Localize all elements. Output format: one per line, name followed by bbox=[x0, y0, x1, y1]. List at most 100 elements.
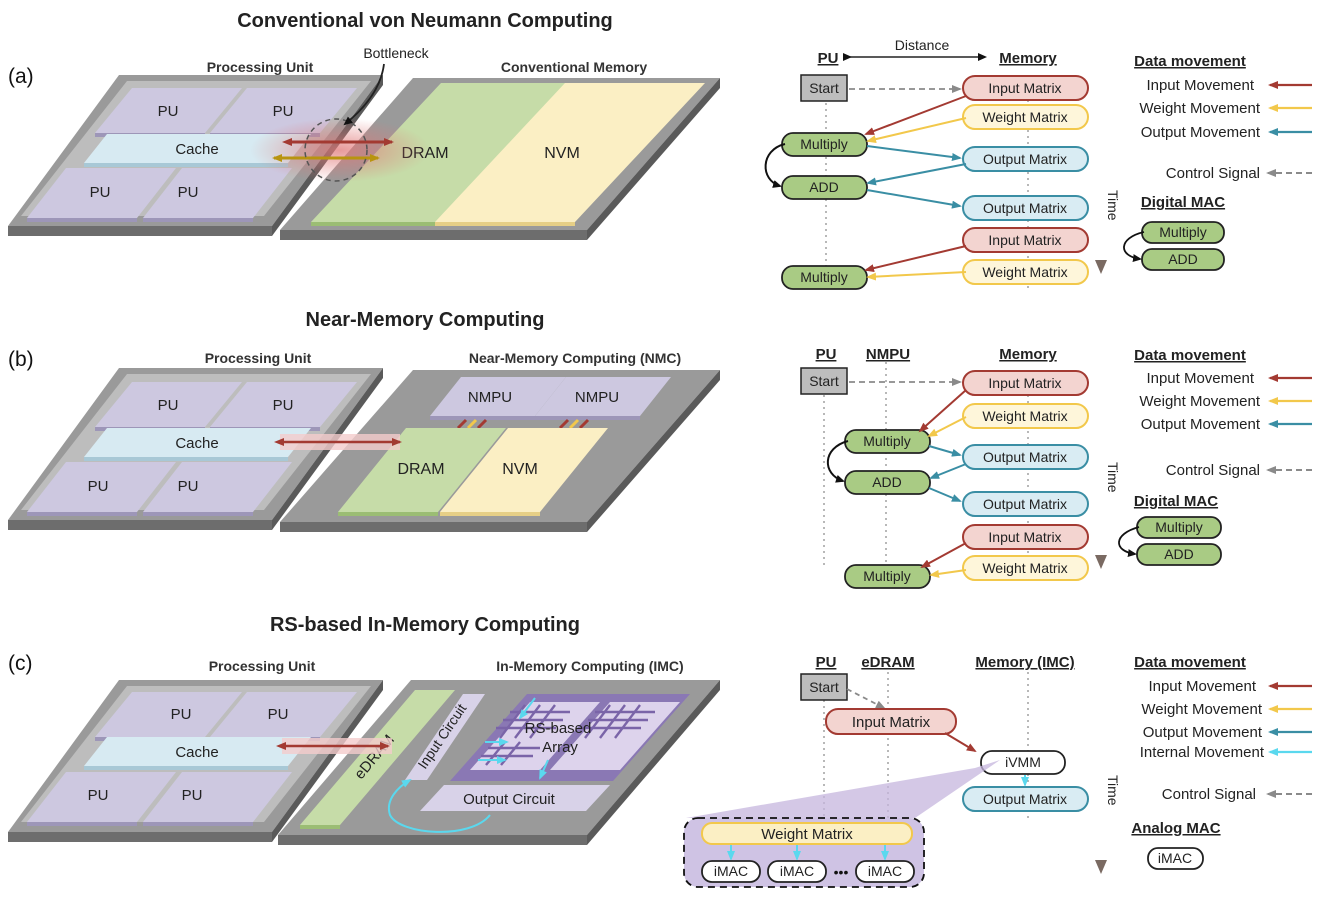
legend-b: Data movement Input Movement Weight Move… bbox=[1118, 347, 1312, 566]
cache-block: Cache bbox=[84, 737, 311, 770]
svg-text:DRAM: DRAM bbox=[397, 461, 444, 478]
cache-memory-link bbox=[274, 434, 402, 450]
section-c-title: RS-based In-Memory Computing bbox=[270, 614, 580, 636]
svg-text:iMAC: iMAC bbox=[868, 863, 902, 879]
section-a: Conventional von Neumann Computing (a) P… bbox=[8, 10, 1312, 290]
svg-text:NMPU: NMPU bbox=[866, 346, 910, 363]
svg-text:Input Matrix: Input Matrix bbox=[988, 232, 1061, 248]
svg-text:Cache: Cache bbox=[175, 435, 218, 452]
zoom-beam bbox=[686, 760, 1000, 818]
svg-text:Output Movement: Output Movement bbox=[1141, 416, 1261, 433]
svg-text:PU: PU bbox=[268, 706, 289, 723]
multiply-op: Multiply bbox=[781, 132, 868, 157]
output-circuit-block: Output Circuit bbox=[420, 785, 610, 811]
svg-text:Control Signal: Control Signal bbox=[1166, 462, 1260, 479]
svg-text:Output Matrix: Output Matrix bbox=[983, 151, 1067, 167]
svg-text:Memory (IMC): Memory (IMC) bbox=[975, 654, 1074, 671]
svg-text:Output Movement: Output Movement bbox=[1143, 724, 1263, 741]
svg-text:Output Matrix: Output Matrix bbox=[983, 496, 1067, 512]
dram-block: DRAM bbox=[338, 428, 506, 516]
svg-text:Output Circuit: Output Circuit bbox=[463, 791, 556, 808]
svg-text:NVM: NVM bbox=[502, 461, 538, 478]
section-b-label: (b) bbox=[8, 348, 34, 371]
input-matrix-box: Input Matrix bbox=[962, 227, 1089, 253]
svg-text:eDRAM: eDRAM bbox=[861, 654, 914, 671]
svg-text:Data movement: Data movement bbox=[1134, 654, 1246, 671]
svg-text:Processing Unit: Processing Unit bbox=[209, 658, 316, 674]
svg-text:iVMM: iVMM bbox=[1005, 754, 1041, 770]
processing-unit-header: Processing Unit bbox=[207, 59, 314, 75]
svg-text:Input Movement: Input Movement bbox=[1148, 678, 1256, 695]
svg-text:Control Signal: Control Signal bbox=[1162, 786, 1256, 803]
svg-text:PU: PU bbox=[816, 654, 837, 671]
svg-text:Multiply: Multiply bbox=[863, 568, 910, 584]
svg-text:NVM: NVM bbox=[544, 145, 580, 162]
svg-text:PU: PU bbox=[158, 397, 179, 414]
svg-text:NMPU: NMPU bbox=[468, 389, 512, 406]
svg-text:Input Movement: Input Movement bbox=[1146, 370, 1254, 387]
svg-text:Data movement: Data movement bbox=[1134, 53, 1246, 70]
svg-text:iMAC: iMAC bbox=[1158, 850, 1192, 866]
weight-matrix-box: Weight Matrix bbox=[962, 403, 1089, 429]
svg-text:Cache: Cache bbox=[175, 744, 218, 761]
col-pu-header: PU bbox=[818, 50, 839, 67]
multiply-op: Multiply bbox=[844, 564, 931, 589]
add-op: ADD bbox=[781, 175, 868, 200]
svg-text:Output Matrix: Output Matrix bbox=[983, 791, 1067, 807]
section-c: RS-based In-Memory Computing (c) Process… bbox=[8, 614, 1312, 888]
output-matrix-box: Output Matrix bbox=[962, 786, 1089, 812]
svg-text:PU: PU bbox=[88, 787, 109, 804]
svg-text:Weight Movement: Weight Movement bbox=[1139, 393, 1260, 410]
svg-text:PU: PU bbox=[171, 706, 192, 723]
nmpu-block: NMPU bbox=[430, 377, 566, 420]
start-box: Start bbox=[800, 74, 848, 102]
time-label: Time bbox=[1105, 190, 1121, 221]
pu-block: PU bbox=[143, 168, 292, 222]
svg-text:PU: PU bbox=[273, 103, 294, 120]
svg-text:Output Matrix: Output Matrix bbox=[983, 449, 1067, 465]
svg-text:Start: Start bbox=[809, 679, 839, 695]
svg-text:Start: Start bbox=[809, 373, 839, 389]
pu-block: PU bbox=[27, 168, 176, 222]
legend-a: Data movement Input Movement Weight Move… bbox=[1123, 53, 1312, 271]
imac-box: iMAC bbox=[855, 860, 915, 883]
dataflow-c: PU eDRAM Memory (IMC) Start Input Matrix… bbox=[683, 654, 1121, 888]
svg-text:Input Matrix: Input Matrix bbox=[852, 714, 931, 731]
svg-text:Processing Unit: Processing Unit bbox=[205, 350, 312, 366]
section-c-label: (c) bbox=[8, 652, 33, 675]
dataflow-b: PU NMPU Memory Start Input Matrix Weight… bbox=[800, 346, 1121, 589]
svg-text:Output Movement: Output Movement bbox=[1141, 124, 1261, 141]
svg-text:ADD: ADD bbox=[809, 179, 839, 195]
svg-text:ADD: ADD bbox=[1164, 546, 1194, 562]
section-b: Near-Memory Computing (b) Processing Uni… bbox=[8, 309, 1312, 589]
svg-text:Output Matrix: Output Matrix bbox=[983, 200, 1067, 216]
svg-text:In-Memory Computing (IMC): In-Memory Computing (IMC) bbox=[496, 658, 683, 674]
dataflow-a: PU Memory Distance Start Input Matrix We… bbox=[764, 37, 1121, 290]
svg-text:PU: PU bbox=[90, 184, 111, 201]
svg-text:PU: PU bbox=[158, 103, 179, 120]
svg-text:PU: PU bbox=[178, 184, 199, 201]
internal-flows bbox=[387, 697, 549, 833]
svg-text:NMPU: NMPU bbox=[575, 389, 619, 406]
svg-text:Near-Memory Computing (NMC): Near-Memory Computing (NMC) bbox=[469, 350, 681, 366]
svg-text:Control Signal: Control Signal bbox=[1166, 165, 1260, 182]
distance-label: Distance bbox=[895, 37, 950, 53]
svg-text:Multiply: Multiply bbox=[1155, 519, 1202, 535]
svg-text:Cache: Cache bbox=[175, 141, 218, 158]
weight-matrix-box: Weight Matrix bbox=[962, 259, 1089, 285]
output-matrix-box: Output Matrix bbox=[962, 491, 1089, 517]
svg-text:PU: PU bbox=[178, 478, 199, 495]
svg-text:ADD: ADD bbox=[872, 474, 902, 490]
section-a-title: Conventional von Neumann Computing bbox=[237, 10, 613, 32]
svg-text:Multiply: Multiply bbox=[1159, 224, 1206, 240]
svg-text:Memory: Memory bbox=[999, 346, 1057, 363]
pu-block: PU bbox=[143, 462, 292, 516]
processing-unit-board: PU PU Cache PU PU bbox=[8, 680, 383, 842]
bottleneck-circle bbox=[304, 118, 368, 182]
legend-c: Data movement Input Movement Weight Move… bbox=[1131, 654, 1312, 870]
svg-text:Array: Array bbox=[542, 739, 578, 756]
svg-text:Input Matrix: Input Matrix bbox=[988, 529, 1061, 545]
svg-text:PU: PU bbox=[88, 478, 109, 495]
section-b-title: Near-Memory Computing bbox=[306, 309, 545, 331]
